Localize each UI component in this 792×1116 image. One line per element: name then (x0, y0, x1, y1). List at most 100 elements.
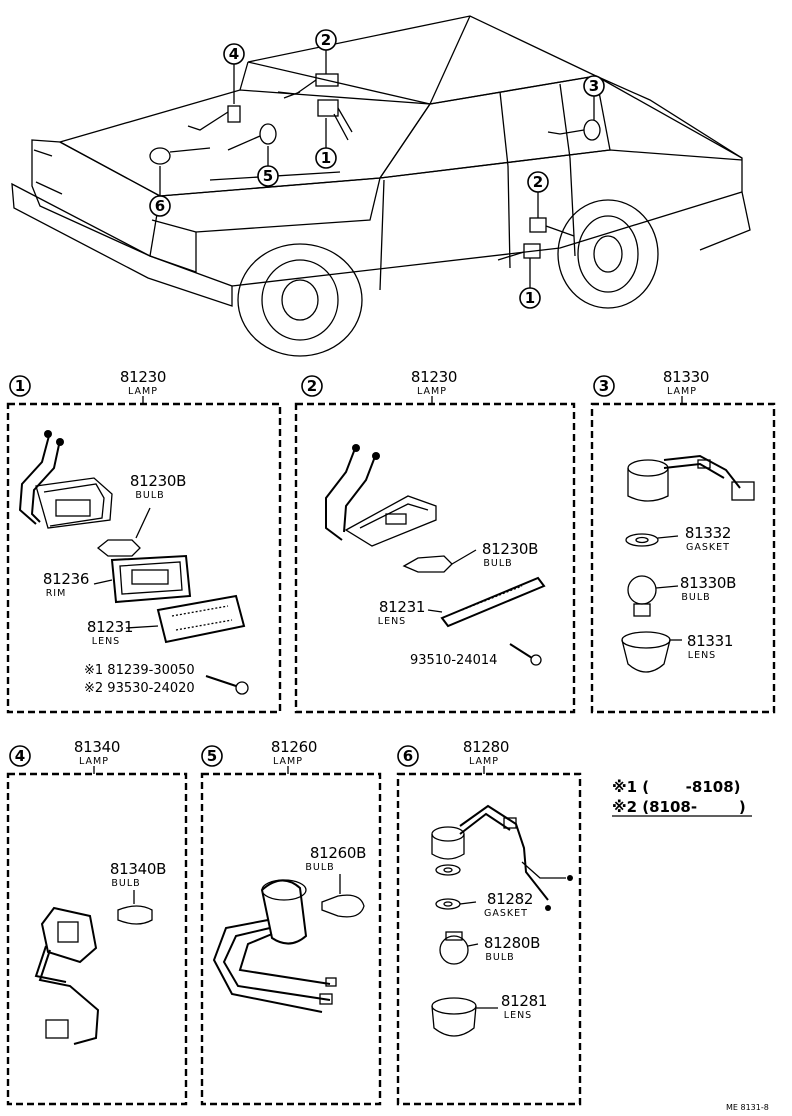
panel-5-item-1-pn: 81260B (310, 844, 366, 862)
panel-4-item-1-pn: 81340B (110, 860, 166, 878)
panel-4-box (6, 772, 188, 1106)
panel-3-bulb-icon (627, 575, 679, 617)
panel-2: 2 81230 LAMP 81230B BULB 81231 LENS (294, 368, 576, 714)
panel-2-bulb-icon (402, 549, 477, 573)
callout-4-car (223, 43, 245, 65)
panel-1-lamp-housing (18, 430, 113, 529)
panel-3-item-1-nm: GASKET (686, 542, 730, 553)
panel-6-number-circle (397, 745, 419, 767)
panel-1-item-2-nm: RIM (46, 588, 67, 599)
panel-1-screw-icon (205, 675, 249, 695)
panel-1-item-3-pn: 81231 (87, 618, 133, 636)
panel-5-number-circle (201, 745, 223, 767)
car-lamp-parts (149, 73, 601, 261)
panel-1-screw-2: ※2 93530-24020 (84, 681, 195, 696)
panel-1-item-1-nm: BULB (135, 490, 164, 501)
callout-3-car (583, 75, 605, 97)
panel-6-washer-icon (435, 864, 461, 876)
panel-6-item-3-nm: LENS (504, 1010, 532, 1021)
applicability-legend: ※1 ( -8108) ※2 (8108- ) (612, 778, 752, 817)
callout-2-top (315, 29, 337, 51)
panel-6-item-3-pn: 81281 (501, 992, 547, 1010)
panel-5-socket-icon (212, 879, 337, 1013)
panel-6-socket-icon (431, 804, 573, 911)
car-illustration (11, 15, 751, 357)
panel-3-part-name: LAMP (667, 386, 697, 397)
panel-2-number-circle (301, 375, 323, 397)
panel-2-box (294, 402, 576, 714)
panel-2-item-2-pn: 81231 (379, 598, 425, 616)
panel-6-lens-icon (431, 997, 498, 1037)
panel-6-part-name: LAMP (469, 756, 499, 767)
panel-2-screw: 93510-24014 (410, 653, 497, 668)
panel-5: 5 81260 LAMP 81260B BULB (200, 738, 382, 1106)
panel-5-part-name: LAMP (273, 756, 303, 767)
panel-3-lens-icon (621, 631, 682, 673)
panel-2-item-1-pn: 81230B (482, 540, 538, 558)
panel-3-box (590, 402, 776, 714)
callout-2-top-label: 2 (321, 31, 331, 49)
panel-3-gasket-icon (625, 533, 679, 547)
panel-4-part-name: LAMP (79, 756, 109, 767)
panel-4-number: 4 (15, 747, 25, 765)
panel-5-part-number: 81260 (271, 738, 317, 756)
callout-4-car-label: 4 (229, 45, 239, 63)
panel-2-screw-icon (509, 643, 542, 666)
panel-1-part-number: 81230 (120, 368, 166, 386)
panel-5-box (200, 772, 382, 1106)
panel-1-lens-icon (125, 594, 246, 644)
panel-6-item-2-pn: 81280B (484, 934, 540, 952)
legend-note-2: ※2 (8108- ) (612, 798, 746, 816)
panel-6-item-1-pn: 81282 (487, 890, 533, 908)
panel-3-item-1-pn: 81332 (685, 524, 731, 542)
callout-3-car-label: 3 (589, 77, 599, 95)
panel-3-item-3-pn: 81331 (687, 632, 733, 650)
callout-1-top-label: 1 (321, 149, 331, 167)
panel-6-box (396, 772, 582, 1106)
callout-1-top (315, 147, 337, 169)
panel-2-lamp-housing (325, 444, 437, 547)
panel-1-bulb-icon (96, 507, 151, 557)
panel-2-part-number: 81230 (411, 368, 457, 386)
panel-1-item-3-nm: LENS (92, 636, 120, 647)
callout-2-side (527, 171, 549, 193)
panel-4-number-circle (9, 745, 31, 767)
panel-1-number-circle (9, 375, 31, 397)
panel-1-item-1-pn: 81230B (130, 472, 186, 490)
panel-1-number: 1 (15, 377, 25, 395)
panel-1-item-2-pn: 81236 (43, 570, 89, 588)
legend-note-1: ※1 ( -8108) (612, 778, 740, 796)
panel-5-item-1-nm: BULB (305, 862, 334, 873)
panel-3: 3 81330 LAMP 81332 GASKET 81330B BULB (590, 368, 776, 714)
callout-5-car-label: 5 (263, 167, 273, 185)
panel-1-rim-icon (93, 554, 192, 604)
panel-4-part-number: 81340 (74, 738, 120, 756)
panel-2-item-2-nm: LENS (378, 616, 406, 627)
panel-3-part-number: 81330 (663, 368, 709, 386)
panel-3-number: 3 (599, 377, 609, 395)
callout-5-car (257, 165, 279, 187)
panel-4-bulb-icon (117, 890, 153, 925)
panel-6-bulb-icon (439, 931, 479, 965)
callout-6-car (149, 195, 171, 217)
footer-code: ME 8131-8 (726, 1103, 769, 1112)
panel-3-item-3-nm: LENS (688, 650, 716, 661)
panel-1: 1 81230 LAMP 81230B BULB 81236 RIM (6, 368, 282, 714)
panel-6-number: 6 (403, 747, 413, 765)
panel-2-part-name: LAMP (417, 386, 447, 397)
panel-6-item-1-nm: GASKET (484, 908, 528, 919)
panel-3-socket-icon (627, 454, 755, 502)
panel-2-number: 2 (307, 377, 317, 395)
panel-4-lamp-icon (34, 906, 100, 1045)
panel-3-number-circle (593, 375, 615, 397)
panel-1-box (6, 402, 282, 714)
callout-1-side-label: 1 (525, 289, 535, 307)
panel-3-item-2-pn: 81330B (680, 574, 736, 592)
panel-5-bulb-icon (321, 874, 365, 918)
panel-6-part-number: 81280 (463, 738, 509, 756)
panel-6-gasket-icon (435, 898, 477, 910)
panel-6: 6 81280 LAMP 81282 GASKET (396, 738, 582, 1106)
panel-4-item-1-nm: BULB (111, 878, 140, 889)
callout-2-side-label: 2 (533, 173, 543, 191)
